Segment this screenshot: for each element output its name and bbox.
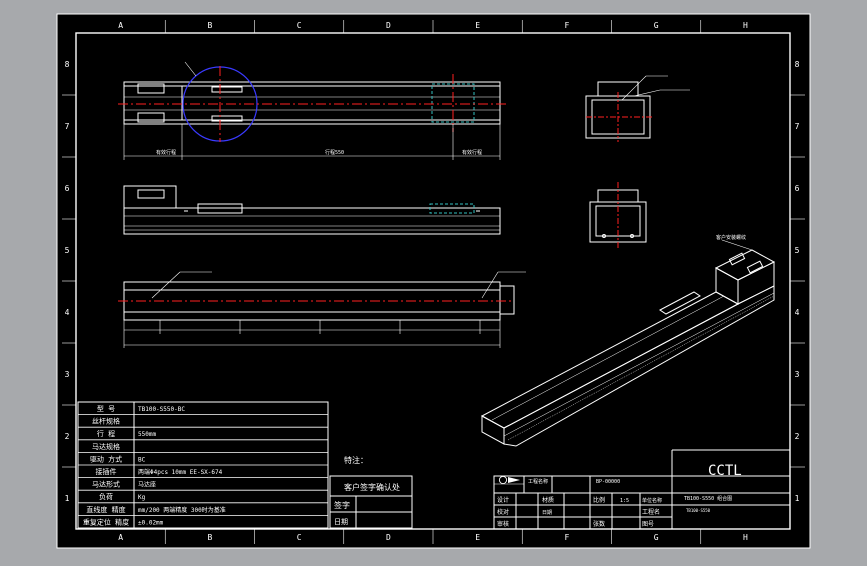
spec-value: 550mm <box>138 431 156 438</box>
zone-row-label: 8 <box>65 60 70 69</box>
zone-row-label: 6 <box>65 184 70 193</box>
drawing-name-code: TB100-S550 <box>686 508 711 513</box>
zone-row-label: 8 <box>795 60 800 69</box>
zone-column-label: F <box>564 21 569 30</box>
spec-label: 直线度 精度 <box>86 505 125 514</box>
zone-column-label: B <box>207 533 212 542</box>
company-name: CCTL <box>708 463 742 479</box>
confirm-sign-label: 签字 <box>334 500 350 510</box>
zone-row-label: 1 <box>65 494 70 503</box>
spec-label: 马达形式 <box>92 480 120 489</box>
zone-column-label: B <box>207 21 212 30</box>
zone-row-label: 3 <box>65 370 70 379</box>
date-label: 日期 <box>542 510 552 516</box>
spec-value: mm/200 两端精度 300时为基准 <box>138 506 226 514</box>
hidden-carriage-front <box>429 203 475 214</box>
spec-label: 重复定位 精度 <box>83 517 129 526</box>
top-view <box>118 61 508 160</box>
zone-row-label: 6 <box>795 184 800 193</box>
zone-columns-bottom: A B C D E F G H <box>118 529 748 544</box>
zone-row-label: 2 <box>795 432 800 441</box>
dim-top-right: 有效行程 <box>462 149 482 156</box>
zone-rows-left: 8 7 6 5 4 3 2 1 <box>62 60 76 503</box>
zone-column-label: C <box>297 21 302 30</box>
spec-value: 两端Φ4pcs 10mm EE-SX-674 <box>138 468 223 476</box>
confirm-title: 客户签字确认处 <box>344 482 400 492</box>
front-view <box>123 185 501 235</box>
scale-label: 比例 <box>593 496 605 504</box>
zone-column-label: E <box>475 21 480 30</box>
end-view-bottom <box>589 182 647 248</box>
zone-column-label: D <box>386 533 391 542</box>
drawing-no-label: 图号 <box>642 521 654 528</box>
spec-label: 接插件 <box>96 467 117 476</box>
company-logo <box>498 475 520 485</box>
zone-column-label: G <box>654 533 659 542</box>
zone-row-label: 4 <box>65 308 70 317</box>
iso-callout: 客户安装螺纹 <box>716 234 746 241</box>
unit-label: 单位名称 <box>642 497 662 504</box>
zone-column-label: G <box>654 21 659 30</box>
zone-row-label: 4 <box>795 308 800 317</box>
spec-label: 负荷 <box>99 492 113 501</box>
approve-label: 审核 <box>497 520 509 528</box>
isometric-view <box>480 239 776 447</box>
spec-label: 行 程 <box>97 429 115 438</box>
special-note: 特注： <box>344 455 368 465</box>
spec-label: 驱动 方式 <box>90 454 122 463</box>
zone-column-label: D <box>386 21 391 30</box>
drawing-number: BP-00000 <box>596 479 620 485</box>
zone-column-label: A <box>118 533 123 542</box>
spec-label: 马达规格 <box>92 442 120 451</box>
material-label: 材质 <box>542 496 554 504</box>
spec-value: 马达座 <box>138 481 156 489</box>
drawing-name: TB100-S550 组合图 <box>684 495 732 502</box>
sheet-label: 张数 <box>593 520 605 528</box>
spec-value: BC <box>138 456 146 463</box>
zone-column-label: H <box>743 533 748 542</box>
zone-row-label: 7 <box>65 122 70 131</box>
spec-value: TB100-S550-BC <box>138 406 185 413</box>
end-view-top <box>585 75 690 142</box>
zone-columns-top: A B C D E F G H <box>118 20 748 33</box>
part-label: 工程名称 <box>528 478 548 485</box>
project-label: 工程名 <box>642 508 660 516</box>
zone-column-label: C <box>297 533 302 542</box>
confirm-date-label: 日期 <box>334 518 348 526</box>
dim-top-mid: 行程550 <box>325 149 344 156</box>
zone-row-label: 3 <box>795 370 800 379</box>
bottom-view <box>118 271 526 348</box>
zone-column-label: F <box>564 533 569 542</box>
spec-label: 丝杆规格 <box>92 417 120 426</box>
zone-row-label: 5 <box>65 246 70 255</box>
spec-value: ±0.02mm <box>138 519 164 526</box>
zone-column-label: E <box>475 533 480 542</box>
zone-row-label: 5 <box>795 246 800 255</box>
design-label: 设计 <box>497 496 509 504</box>
spec-value: Kg <box>138 494 146 501</box>
title-block <box>493 449 791 530</box>
spec-label: 型 号 <box>97 404 115 413</box>
confirm-box <box>329 475 413 529</box>
zone-column-label: H <box>743 21 748 30</box>
check-label: 校对 <box>497 508 509 516</box>
zone-rows-right: 8 7 6 5 4 3 2 1 <box>790 60 805 503</box>
scale-value: 1:5 <box>620 498 629 504</box>
zone-row-label: 1 <box>795 494 800 503</box>
dim-top-left: 有效行程 <box>156 149 176 156</box>
zone-row-label: 7 <box>795 122 800 131</box>
zone-row-label: 2 <box>65 432 70 441</box>
zone-column-label: A <box>118 21 123 30</box>
